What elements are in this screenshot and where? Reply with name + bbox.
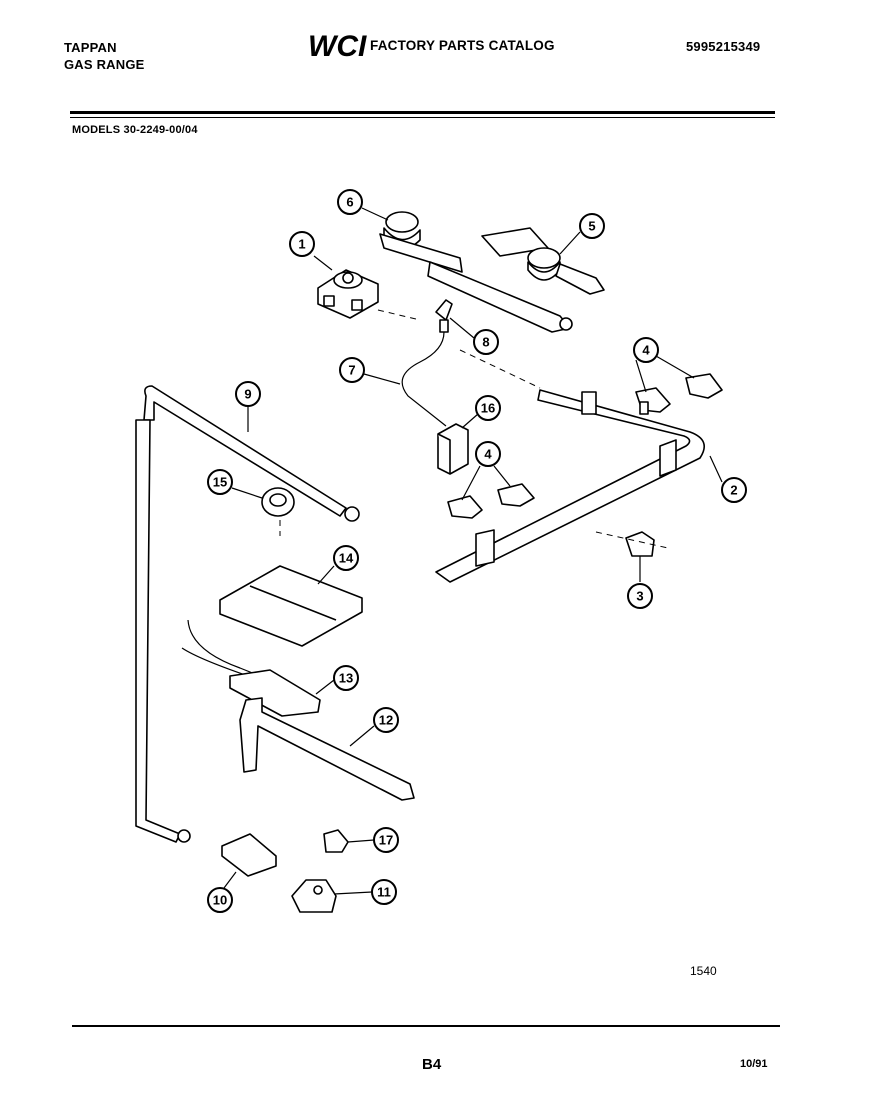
figure-number: 1540 — [690, 964, 717, 978]
callout-14: 14 — [317, 545, 359, 585]
svg-text:13: 13 — [339, 671, 353, 686]
models-line: MODELS 30-2249-00/04 — [72, 124, 198, 136]
callout-7: 7 — [339, 357, 401, 385]
part-clip-17 — [323, 829, 349, 853]
callout-10: 10 — [207, 871, 237, 913]
part-base-10 — [221, 833, 277, 877]
callout-4-upper: 4 — [633, 337, 695, 393]
logo-text: WCI — [308, 30, 367, 60]
part-manifold-pipe — [435, 389, 706, 583]
part-igniter-block — [437, 423, 469, 475]
page-date: 10/91 — [740, 1058, 768, 1070]
part-burner-tube-long — [379, 211, 573, 333]
wci-logo: WCI — [308, 30, 367, 60]
callout-15: 15 — [207, 469, 263, 499]
svg-text:10: 10 — [213, 893, 227, 908]
part-oven-burner — [181, 619, 321, 717]
svg-text:3: 3 — [636, 589, 643, 604]
callout-1: 1 — [289, 231, 333, 271]
svg-text:12: 12 — [379, 713, 393, 728]
part-burner-tube-12 — [239, 697, 415, 801]
callout-12: 12 — [349, 707, 399, 747]
callout-2: 2 — [709, 455, 747, 503]
callout-17: 17 — [347, 827, 399, 853]
part-clip-8 — [435, 299, 453, 333]
svg-text:9: 9 — [244, 387, 251, 402]
footer-rule — [72, 1025, 780, 1027]
svg-text:4: 4 — [484, 447, 492, 462]
page-reference: B4 — [422, 1056, 442, 1073]
callout-5: 5 — [559, 213, 605, 255]
header-rule-thin — [70, 117, 775, 118]
callout-8: 8 — [449, 317, 499, 355]
part-nut — [261, 487, 295, 517]
callout-4-center: 4 — [461, 441, 511, 501]
catalog-number: 5995215349 — [686, 39, 761, 54]
part-gas-tube — [135, 385, 360, 843]
svg-text:11: 11 — [377, 885, 391, 900]
part-burner-short — [481, 227, 605, 295]
header-rule — [70, 111, 775, 114]
leader-lines — [279, 309, 669, 549]
svg-text:14: 14 — [339, 551, 354, 566]
callout-16: 16 — [461, 395, 501, 429]
svg-text:15: 15 — [213, 475, 227, 490]
part-regulator — [317, 269, 379, 319]
svg-text:1: 1 — [298, 237, 305, 252]
svg-text:8: 8 — [482, 335, 489, 350]
part-valves-upper — [635, 373, 723, 415]
svg-text:4: 4 — [642, 343, 650, 358]
callout-11: 11 — [333, 879, 397, 905]
part-baffle — [219, 565, 363, 647]
part-valves-center — [447, 483, 535, 519]
catalog-title: FACTORY PARTS CATALOG — [370, 38, 555, 53]
product-type: GAS RANGE — [64, 57, 145, 72]
svg-text:7: 7 — [348, 363, 355, 378]
callout-6: 6 — [337, 189, 389, 221]
part-bracket-3 — [625, 531, 655, 557]
callout-13: 13 — [315, 665, 359, 695]
part-wire-7 — [401, 331, 447, 427]
part-bracket-11 — [291, 879, 337, 913]
svg-text:17: 17 — [379, 833, 393, 848]
callout-9: 9 — [235, 381, 261, 432]
svg-text:6: 6 — [346, 195, 353, 210]
svg-text:5: 5 — [588, 219, 595, 234]
svg-text:16: 16 — [481, 401, 495, 416]
svg-text:2: 2 — [730, 483, 737, 498]
brand-name: TAPPAN — [64, 40, 117, 55]
callout-3: 3 — [627, 556, 653, 609]
